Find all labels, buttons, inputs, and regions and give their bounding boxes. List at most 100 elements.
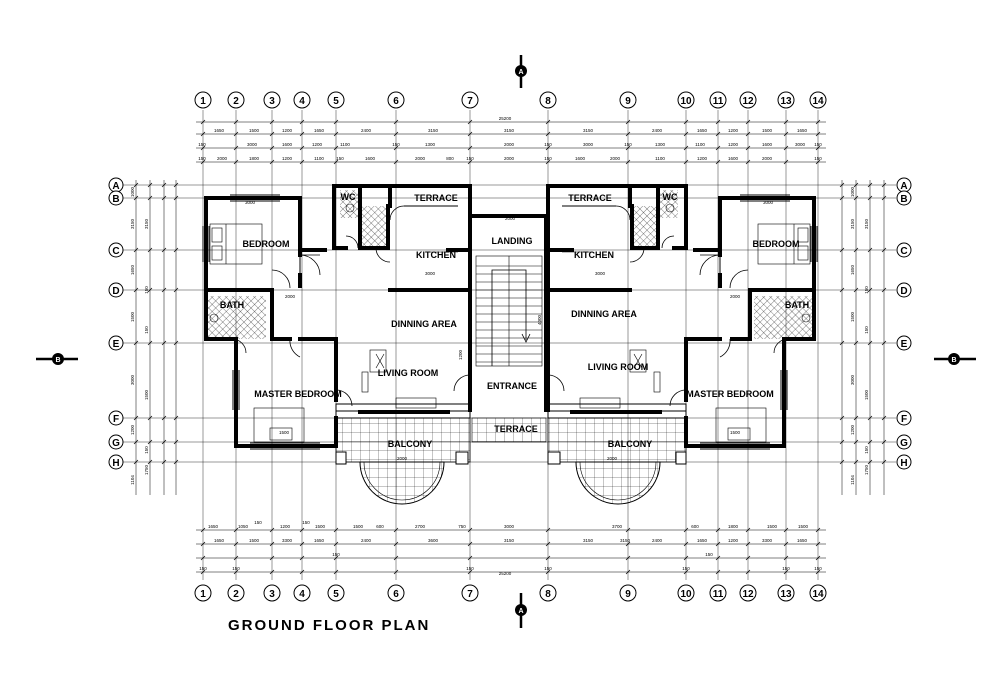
dim-text: 3000	[595, 271, 606, 276]
dim-text: 750	[458, 524, 466, 529]
dimension-tick	[625, 131, 631, 137]
dimension-tick	[625, 145, 631, 151]
grid-col-label: 5	[333, 589, 339, 600]
dimension-tick	[173, 287, 179, 293]
dimension-tick	[867, 415, 873, 421]
room-label-living-room-left: LIVING ROOM	[378, 368, 439, 378]
dimension-tick	[853, 459, 859, 465]
dim-text: 1600	[365, 156, 376, 161]
dimension-tick	[853, 195, 859, 201]
dimension-tick	[545, 131, 551, 137]
room-labels: BEDROOM BATH MASTER BEDROOM WC TERRACE K…	[220, 192, 809, 449]
dim-text: 1200	[130, 424, 135, 435]
dimension-tick	[783, 159, 789, 165]
dim-text: 3150	[504, 538, 515, 543]
dimension-tick	[161, 340, 167, 346]
dimension-tick	[715, 119, 721, 125]
room-label-balcony-right: BALCONY	[608, 439, 653, 449]
dim-text: 1050	[238, 524, 249, 529]
dimension-tick	[467, 527, 473, 533]
dimension-tick	[745, 145, 751, 151]
dim-text: 1500	[762, 128, 773, 133]
room-label-wc-right: WC	[663, 192, 678, 202]
dim-text: 3150	[130, 218, 135, 229]
dimension-tick	[853, 182, 859, 188]
section-mark-top: A	[515, 55, 527, 88]
dimension-tick	[200, 145, 206, 151]
dim-text: 1500	[864, 389, 869, 400]
grid-row-label: H	[112, 458, 119, 469]
dimension-tick	[393, 541, 399, 547]
dim-text: 2400	[361, 538, 372, 543]
dim-text: 1500	[144, 389, 149, 400]
dim-text: 150	[544, 566, 552, 571]
dimension-tick	[715, 159, 721, 165]
dimension-tick	[393, 119, 399, 125]
drawing-title: GROUND FLOOR PLAN	[228, 617, 431, 634]
dim-text: 600	[376, 524, 384, 529]
dim-text: 150	[814, 566, 822, 571]
dimension-tick	[233, 527, 239, 533]
dimension-tick	[299, 145, 305, 151]
dim-text: 1200	[282, 128, 293, 133]
dim-text: 150	[144, 286, 149, 294]
dim-text: 3000	[795, 142, 806, 147]
dimension-tick	[745, 119, 751, 125]
dimension-tick	[839, 182, 845, 188]
dimension-tick	[173, 182, 179, 188]
grid-col-label: 1	[200, 589, 206, 600]
room-label-bedroom-right: BEDROOM	[753, 239, 800, 249]
dim-text: 1200	[728, 142, 739, 147]
dimension-tick	[200, 541, 206, 547]
dim-text: 2000	[610, 156, 621, 161]
dimension-tick	[815, 145, 821, 151]
grid-col-label: 14	[812, 96, 824, 107]
dimension-tick	[545, 569, 551, 575]
dim-text: 1200	[312, 142, 323, 147]
dimension-tick	[393, 569, 399, 575]
section-mark-left: B	[36, 353, 78, 365]
section-label: A	[518, 608, 523, 615]
dimension-tick	[333, 527, 339, 533]
grid-row-label: G	[900, 438, 908, 449]
grid-col-label: 10	[680, 96, 692, 107]
section-label: B	[55, 357, 60, 364]
doors	[231, 205, 789, 407]
dim-text: 150	[624, 142, 632, 147]
grid-row-label: A	[900, 181, 907, 192]
dimension-tick	[233, 145, 239, 151]
dim-text: 1300	[655, 142, 666, 147]
dim-text: 150	[864, 446, 869, 454]
grid-col-label: 11	[713, 589, 724, 600]
dimension-tick	[200, 527, 206, 533]
dimension-tick	[783, 145, 789, 151]
dimension-tick	[333, 555, 339, 561]
dimension-tick	[467, 569, 473, 575]
dimension-tick	[545, 541, 551, 547]
dim-text: 2700	[415, 524, 426, 529]
dimension-tick	[683, 159, 689, 165]
dimension-tick	[200, 131, 206, 137]
grid-col-label: 5	[333, 96, 339, 107]
dim-text: 2000	[504, 142, 515, 147]
dim-text: 3000	[247, 142, 258, 147]
dim-text: 1200	[850, 424, 855, 435]
dim-text: 1600	[282, 142, 293, 147]
dimension-tick	[815, 131, 821, 137]
dimension-tick	[147, 247, 153, 253]
dim-text: 3150	[428, 128, 439, 133]
dimension-tick	[815, 541, 821, 547]
grid-bubbles-left	[108, 177, 124, 470]
dim-text: 2000	[505, 216, 516, 221]
dim-text: 1200	[728, 128, 739, 133]
grid-col-label: 2	[233, 96, 239, 107]
dim-text: 150	[544, 156, 552, 161]
dimension-tick	[625, 569, 631, 575]
dimension-tick	[299, 159, 305, 165]
dimension-tick	[625, 541, 631, 547]
dimension-tick	[161, 459, 167, 465]
dimension-tick	[333, 131, 339, 137]
dim-text: 150	[466, 566, 474, 571]
grid-col-label: 10	[680, 589, 692, 600]
dim-text: 150	[198, 156, 206, 161]
